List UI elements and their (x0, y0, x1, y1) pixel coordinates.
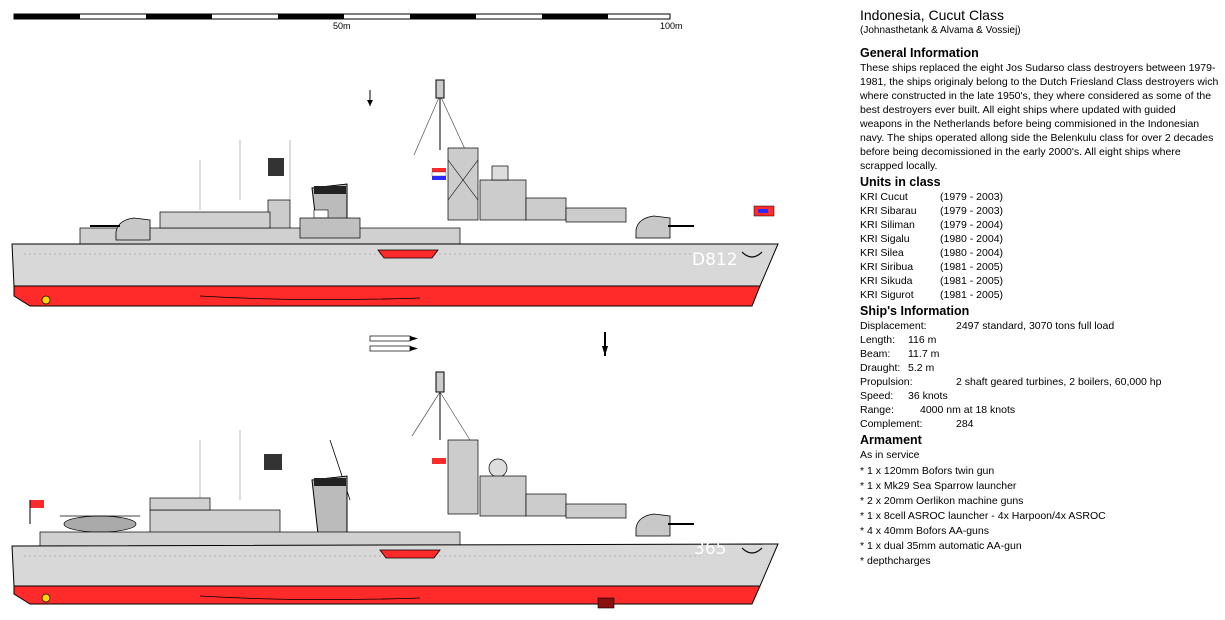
unit-row: KRI Sigurot (1981 - 2005) (860, 288, 1220, 302)
info-panel: Indonesia, Cucut Class (Johnasthetank & … (860, 6, 1220, 569)
spec-value: 5.2 m (908, 362, 935, 374)
scale-label-50m: 50m (333, 21, 351, 31)
unit-row: KRI Cucut (1979 - 2003) (860, 190, 1220, 204)
unit-row: KRI Sikuda (1981 - 2005) (860, 274, 1220, 288)
unit-years: (1979 - 2004) (940, 219, 1004, 231)
unit-row: KRI Siliman (1979 - 2004) (860, 218, 1220, 232)
unit-name: KRI Sikuda (860, 275, 913, 287)
general-text: These ships replaced the eight Jos Sudar… (860, 62, 1219, 172)
armament-item: * 1 x 8cell ASROC launcher - 4x Harpoon/… (860, 510, 1106, 522)
spec-label: Beam: (860, 348, 891, 360)
armament-item: * 4 x 40mm Bofors AA-guns (860, 525, 989, 537)
unit-name: KRI Cucut (860, 191, 908, 203)
unit-name: KRI Sigurot (860, 289, 914, 301)
spec-value: 2 shaft geared turbines, 2 boilers, 60,0… (956, 376, 1162, 388)
spec-value: 36 knots (908, 390, 948, 402)
ship-drawing: 50m 100m (11, 13, 779, 609)
unit-years: (1981 - 2005) (940, 275, 1004, 287)
page-title: Indonesia, Cucut Class (860, 7, 1004, 23)
unit-name: KRI Silea (860, 247, 904, 259)
unit-years: (1979 - 2003) (940, 191, 1004, 203)
general-heading: General Information (860, 46, 979, 60)
unit-years: (1980 - 2004) (940, 247, 1004, 259)
armament-item: * depthcharges (860, 555, 931, 567)
ship-info-heading: Ship's Information (860, 304, 970, 318)
armament-item: * 1 x dual 35mm automatic AA-gun (860, 540, 1022, 552)
spec-value: 2497 standard, 3070 tons full load (956, 320, 1115, 332)
unit-name: KRI Siribua (860, 261, 914, 273)
armament-note: As in service (860, 449, 920, 461)
unit-years: (1979 - 2003) (940, 205, 1004, 217)
unit-row: KRI Sibarau (1979 - 2003) (860, 204, 1220, 218)
spec-label: Range: (860, 404, 894, 416)
spec-value: 116 m (908, 334, 937, 346)
unit-years: (1981 - 2005) (940, 261, 1004, 273)
unit-name: KRI Siliman (860, 219, 915, 231)
spec-value: 11.7 m (908, 348, 940, 360)
armament-list: * 1 x 120mm Bofors twin gun * 1 x Mk29 S… (860, 464, 1220, 569)
unit-name: KRI Sibarau (860, 205, 917, 217)
spec-value: 284 (956, 418, 974, 430)
spec-label: Length: (860, 334, 896, 346)
weapon-details (369, 332, 608, 356)
armament-heading: Armament (860, 433, 922, 447)
credits: (Johnasthetank & Alvama & Vossiej) (860, 25, 1021, 36)
units-heading: Units in class (860, 175, 941, 189)
units-list: KRI Cucut (1979 - 2003) KRI Sibarau (1979 … (860, 190, 1220, 302)
spec-label: Propulsion: (860, 376, 913, 388)
unit-years: (1981 - 2005) (940, 289, 1004, 301)
hull-number-top: D812 (692, 250, 738, 270)
armament-item: * 1 x Mk29 Sea Sparrow launcher (860, 480, 1017, 492)
unit-name: KRI Sigalu (860, 233, 910, 245)
unit-row: KRI Sigalu (1980 - 2004) (860, 232, 1220, 246)
spec-label: Speed: (860, 390, 894, 402)
armament-item: * 2 x 20mm Oerlikon machine guns (860, 495, 1024, 507)
spec-label: Draught: (860, 362, 901, 374)
armament-item: * 1 x 120mm Bofors twin gun (860, 465, 995, 477)
scale-label-100m: 100m (660, 21, 683, 31)
unit-row: KRI Siribua (1981 - 2005) (860, 260, 1220, 274)
specs-list: Displacement: 2497 standard, 3070 tons fu… (860, 319, 1220, 431)
hull-number-bottom: 365 (694, 539, 726, 559)
scale-bar: 50m 100m (13, 13, 683, 31)
ship-profile-top: D812 (11, 79, 779, 307)
unit-row: KRI Silea (1980 - 2004) (860, 246, 1220, 260)
spec-value: 4000 nm at 18 knots (920, 404, 1016, 416)
unit-years: (1980 - 2004) (940, 233, 1004, 245)
spec-label: Complement: (860, 418, 923, 430)
ship-profile-bottom: 365 (11, 371, 779, 609)
spec-label: Displacement: (860, 320, 927, 332)
